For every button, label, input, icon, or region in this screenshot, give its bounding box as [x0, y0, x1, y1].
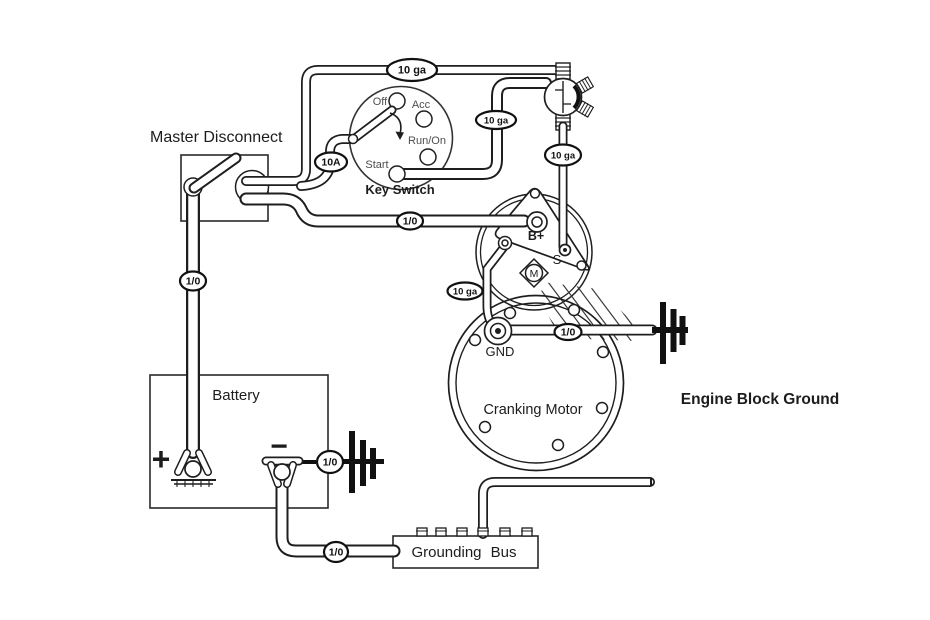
master-disconnect-switch: [183, 152, 242, 197]
key-position-run-on-circle: [419, 148, 437, 166]
master-disconnect-label: Master Disconnect: [150, 129, 283, 146]
battery-negative-clamp: [261, 456, 304, 488]
m-terminal-label: M: [530, 268, 539, 280]
battery-box: [149, 374, 329, 509]
key-position-start-circle: [388, 165, 406, 183]
svg-text:1/0: 1/0: [403, 216, 418, 228]
grounding-bus-label: Grounding Bus: [411, 544, 516, 561]
svg-text:1/0: 1/0: [561, 327, 576, 339]
wire-gauge-tags: 10 ga 10A 10 ga 10 ga 1/0 1/0 10 ga 1/0 1/0 1/0: [178, 57, 583, 564]
wire-gauge-tag: 10 ga: [385, 57, 439, 83]
m-terminal: [518, 257, 550, 289]
key-position-off-label: Off: [373, 96, 388, 108]
svg-text:10 ga: 10 ga: [453, 287, 478, 298]
engine-block-ground-symbol: [652, 302, 688, 364]
b-plus-terminal: [526, 211, 548, 233]
svg-text:10 ga: 10 ga: [398, 65, 427, 77]
solenoid-drive-hatching: [541, 282, 636, 341]
wire-gauge-tag: 10 ga: [474, 109, 518, 131]
ignition-terminal-device: [543, 62, 595, 131]
wire-master-to-bplus-1-0: [246, 199, 524, 221]
svg-text:1/0: 1/0: [323, 457, 338, 469]
gnd-terminal-label: GND: [486, 344, 515, 359]
grounding-bus-studs: [416, 527, 533, 537]
key-switch-label: Key Switch: [365, 182, 434, 197]
key-lever: [347, 105, 397, 145]
key-position-off-circle: [388, 92, 406, 110]
b-plus-terminal-label: B+: [528, 229, 544, 243]
battery-negative-symbol: −: [270, 430, 288, 463]
wire-gauge-tag: 1/0: [553, 322, 583, 342]
svg-text:10 ga: 10 ga: [551, 151, 576, 162]
svg-text:1/0: 1/0: [186, 276, 201, 288]
wire-gauge-tag: 10 ga: [446, 281, 484, 301]
battery-ground-symbol: [342, 431, 384, 493]
s-terminal-label: S: [553, 252, 562, 267]
battery-positive-symbol: +: [152, 441, 171, 477]
key-position-run-on-label: Run/On: [408, 135, 446, 147]
wire-gauge-tag: 10 ga: [543, 143, 583, 167]
rotation-arrow-icon: [389, 112, 404, 140]
wire-gauge-tag: 1/0: [395, 211, 425, 231]
cranking-motor-body: [447, 294, 625, 472]
wire-gauge-tag: 1/0: [322, 540, 350, 564]
engine-block-ground-label: Engine Block Ground: [681, 391, 839, 408]
wire-gauge-tag: 1/0: [178, 270, 208, 292]
key-position-acc-circle: [415, 110, 433, 128]
svg-text:10 ga: 10 ga: [484, 116, 509, 127]
s-terminal: [558, 243, 572, 257]
battery-label: Battery: [212, 387, 260, 404]
wire-gauge-tag: 10A: [313, 151, 349, 173]
wire-gauge-tag: 1/0: [315, 449, 345, 475]
key-position-acc-label: Acc: [412, 99, 431, 111]
gnd-terminal: [483, 316, 513, 346]
solenoid-left-terminal: [497, 235, 513, 251]
wire-bus-to-engine-ground: [483, 478, 651, 535]
svg-text:10A: 10A: [321, 157, 341, 169]
key-position-start-label: Start: [365, 159, 388, 171]
svg-text:1/0: 1/0: [329, 547, 344, 559]
cranking-motor-label: Cranking Motor: [483, 402, 582, 418]
battery-positive-clamp: [171, 449, 216, 487]
